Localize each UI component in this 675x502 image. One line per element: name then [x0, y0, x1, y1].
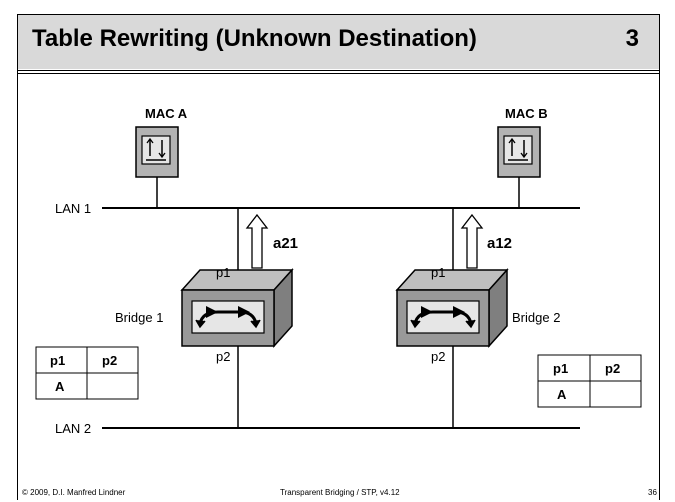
title-rule	[18, 70, 659, 71]
table1-header-p1: p1	[50, 353, 65, 368]
slide-title: Table Rewriting (Unknown Destination)	[32, 25, 477, 52]
title-bar: Table Rewriting (Unknown Destination) 3	[18, 15, 659, 69]
footer-page-number: 36	[648, 488, 657, 497]
arrow-up-a21-icon	[245, 213, 269, 269]
slide-subnumber: 3	[625, 25, 639, 52]
bridge1-p2-label: p2	[216, 349, 230, 364]
bridge1-label: Bridge 1	[115, 310, 163, 325]
station-b-icon	[497, 126, 541, 178]
bridge1-icon	[180, 268, 294, 348]
station-a-icon	[135, 126, 179, 178]
table2-cell-p1: A	[557, 387, 567, 402]
slide: Table Rewriting (Unknown Destination) 3	[17, 14, 660, 500]
bridge1-p1-label: p1	[216, 265, 230, 280]
footer-copyright: © 2009, D.I. Manfred Lindner	[22, 488, 126, 497]
arrow-a12-label: a12	[487, 235, 512, 252]
lan1-label: LAN 1	[55, 201, 91, 216]
arrow-up-a12-icon	[460, 213, 484, 269]
bridge2-p1-label: p1	[431, 265, 445, 280]
lan2-label: LAN 2	[55, 421, 91, 436]
bridge2-forwarding-table: p1 p2 A	[537, 354, 642, 408]
title-rule-secondary	[18, 73, 659, 74]
table1-cell-p1: A	[55, 379, 65, 394]
bridge2-icon	[395, 268, 509, 348]
table2-header-p2: p2	[605, 361, 620, 376]
mac-a-label: MAC A	[145, 106, 188, 121]
table2-header-p1: p1	[553, 361, 568, 376]
table1-header-p2: p2	[102, 353, 117, 368]
arrow-a21-label: a21	[273, 235, 298, 252]
mac-b-label: MAC B	[505, 106, 548, 121]
bridge2-label: Bridge 2	[512, 310, 560, 325]
bridge1-forwarding-table: p1 p2 A	[35, 346, 139, 400]
footer-course: Transparent Bridging / STP, v4.12	[280, 488, 400, 497]
bridge2-p2-label: p2	[431, 349, 445, 364]
